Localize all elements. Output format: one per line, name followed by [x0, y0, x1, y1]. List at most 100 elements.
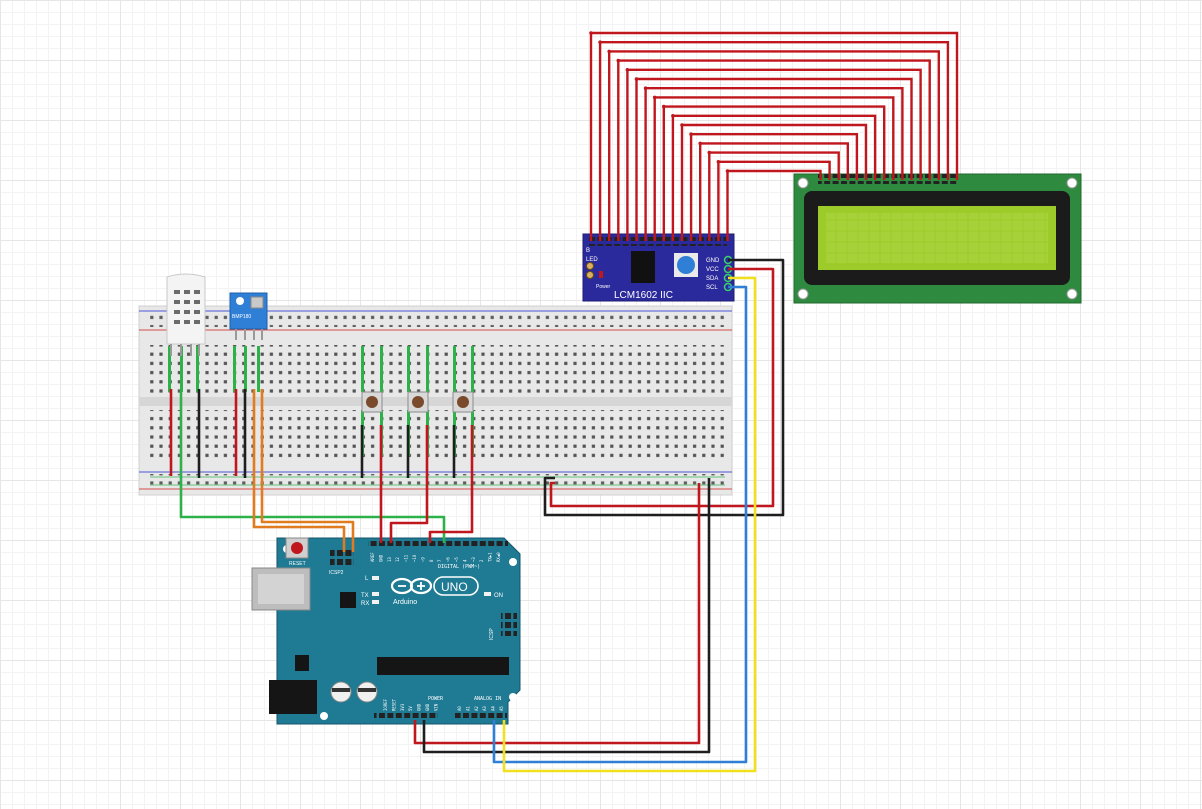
icsp2-label: ICSP2: [329, 570, 344, 576]
wire-scl: [492, 285, 748, 764]
microcontroller-chip: [377, 657, 509, 675]
wire-dht-data: [179, 389, 446, 543]
analog-pin-label: A4: [491, 706, 496, 711]
power-pin-label: GND: [417, 703, 422, 711]
power-label: POWER: [428, 696, 444, 702]
digital-pin-label: 7: [437, 559, 442, 562]
i2c-pin-sda: SDA: [706, 276, 718, 282]
digital-header: [368, 538, 508, 546]
analog-pin-label: A2: [474, 706, 479, 711]
lcd-bus-bend: [716, 160, 721, 164]
lcd-bus-bend: [607, 49, 611, 54]
analog-header: [455, 713, 507, 721]
wire-arduino-5v: [413, 483, 701, 745]
lcd-bus-bend: [725, 169, 730, 173]
digital-pin-label: 12: [395, 557, 400, 562]
uno-model-label: UNO: [441, 580, 468, 594]
lcd-bus-bend: [680, 123, 684, 127]
lcd-bus-bend: [625, 68, 630, 72]
lcd-bus-wire: [589, 31, 959, 241]
power-pin-label: RESET: [391, 698, 396, 711]
analog-pin-label: A3: [482, 706, 487, 711]
bmp180-label: BMP180: [232, 314, 251, 320]
lcd-bus-wire: [662, 105, 886, 241]
arduino-logo: UNO Arduino: [390, 576, 479, 606]
bmp180-pressure-sensor: BMP180: [229, 292, 268, 340]
lcd-bus-wire: [653, 96, 895, 241]
lcd-bus-wire: [626, 68, 922, 241]
digital-pin-label: 8: [429, 559, 434, 562]
wire-bmp-scl: [252, 389, 346, 552]
lcd-bus-bend: [698, 141, 702, 146]
lcd-bus-wire: [726, 169, 822, 241]
power-jack: [269, 680, 317, 714]
led-label-tx: TX: [361, 593, 369, 599]
analog-label: ANALOG IN: [474, 696, 501, 702]
digital-pin-label: 13: [387, 557, 392, 562]
led-label-l: L: [365, 576, 369, 582]
i2c-pin-gnd: GND: [706, 258, 720, 264]
i2c-pin-scl: SCL: [706, 285, 718, 291]
top-terminal-strip: [150, 345, 725, 393]
analog-pin-label: A1: [465, 706, 470, 711]
wires: [169, 258, 785, 773]
power-pin-label: GND: [425, 703, 430, 711]
ic-chip: [631, 251, 655, 283]
power-pin-label: IOREF: [383, 698, 388, 711]
wire-arduino-gnd: [422, 478, 711, 754]
digital-pin-label: AREF: [370, 552, 375, 562]
lcd-bus-bend: [634, 77, 639, 81]
digital-pin-label: 4: [462, 559, 467, 562]
i2c-side-label-led: LED: [586, 257, 598, 263]
lcd-bus-wire: [644, 86, 904, 241]
digital-pin-label: ~11: [404, 554, 409, 562]
lcd-bus-bend: [598, 40, 602, 44]
digital-pin-label: ~3: [471, 557, 476, 562]
bottom-power-rail: [150, 474, 725, 488]
icsp-label: ICSP: [489, 628, 495, 640]
arduino-brand-label: Arduino: [393, 599, 417, 606]
analog-pin-label: A0: [457, 706, 462, 711]
lcd-bus-bend: [707, 150, 712, 155]
push-button-3[interactable]: [452, 391, 474, 413]
breadboard: [138, 305, 733, 496]
lcd-bus-bend: [616, 58, 621, 63]
i2c-pin-vcc: VCC: [706, 267, 719, 273]
power-pin-label: VIN: [433, 703, 438, 711]
lcd-bus-wire: [717, 160, 831, 241]
digital-pin-label: RX◀0: [496, 552, 501, 562]
power-pin-label: 5V: [408, 706, 413, 711]
dht-temperature-humidity-sensor: [166, 273, 206, 356]
digital-pin-label: ~9: [420, 557, 425, 562]
lcd-bus-bend: [652, 95, 657, 100]
lcd-bus-wire: [598, 41, 950, 241]
push-button-1[interactable]: [361, 391, 383, 413]
digital-pin-label: TX▶1: [488, 552, 493, 562]
push-button-2[interactable]: [407, 391, 429, 413]
lcd-bus-wire: [608, 50, 940, 241]
analog-pin-label: A5: [499, 706, 504, 711]
lcd-bus-wire: [635, 77, 913, 241]
digital-pin-label: GND: [378, 554, 383, 562]
wire-rail-vcc-link: [549, 267, 775, 508]
top-power-rail: [150, 313, 725, 327]
led-label-rx: RX: [361, 601, 369, 607]
lcd-bus-wire: [671, 114, 877, 241]
lcd-bus-wire: [680, 123, 868, 241]
digital-pin-label: ~5: [454, 557, 459, 562]
reset-label: RESET: [289, 561, 306, 567]
lcd-bus-bend: [662, 104, 666, 109]
digital-pin-label: ~6: [446, 557, 451, 562]
lcd-bus-bend: [671, 114, 675, 118]
lcd-16x2-display: [793, 173, 1082, 304]
reset-button[interactable]: [291, 542, 303, 554]
wire-bmp-sda: [260, 389, 355, 552]
digital-label: DIGITAL (PWM~): [438, 564, 480, 570]
power-header: [374, 713, 438, 721]
lcd-bus-bend: [643, 86, 648, 90]
lcd-bus-wire: [617, 59, 931, 241]
wire-sda: [502, 276, 757, 773]
wire-button3-signal: [428, 425, 474, 543]
